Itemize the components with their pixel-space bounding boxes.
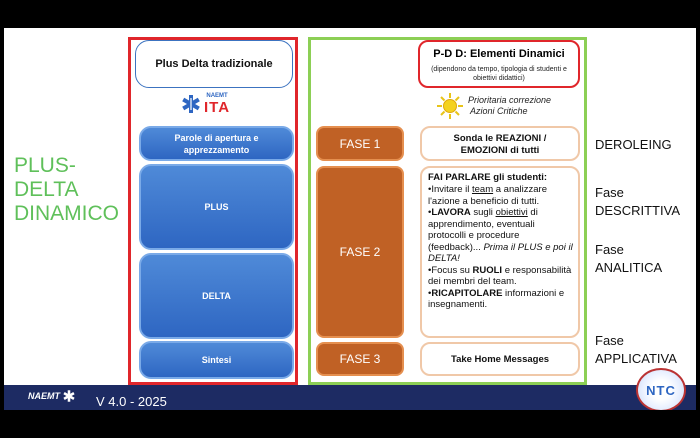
fase-3-text: Take Home Messages bbox=[420, 342, 580, 376]
section-opening: Parole di apertura e apprezzamento bbox=[139, 126, 294, 161]
list-item: •Focus su RUOLI e responsabilità dei mem… bbox=[428, 264, 572, 288]
naemt-ita-logo: NAEMT ITA bbox=[180, 90, 250, 118]
slide: PLUS-DELTA DINAMICO Plus Delta tradizion… bbox=[4, 28, 696, 410]
list-item: •LAVORA sugli obiettivi di apprendimento… bbox=[428, 207, 573, 264]
label-applicativa: Fase APPLICATIVA bbox=[595, 333, 677, 366]
list-item: •RICAPITOLARE informazioni e insegnament… bbox=[428, 287, 565, 311]
pdd-title: P-D D: Elementi Dinamici bbox=[433, 48, 565, 60]
list-item: •Invitare il team a analizzare l'azione … bbox=[428, 184, 547, 207]
fase-2-heading: FAI PARLARE gli studenti: bbox=[428, 172, 548, 183]
fase-2-text: FAI PARLARE gli studenti: •Invitare il t… bbox=[420, 166, 580, 338]
fase-3-badge: FASE 3 bbox=[316, 342, 404, 376]
ntc-logo: NTC bbox=[636, 368, 686, 410]
pdd-box: P-D D: Elementi Dinamici (dipendono da t… bbox=[418, 40, 580, 88]
fase-2-list: •Invitare il team a analizzare l'azione … bbox=[428, 184, 573, 311]
label-deroleing: DEROLEING bbox=[595, 137, 672, 152]
footer-logo: NAEMT bbox=[28, 389, 76, 403]
star-of-life-icon bbox=[63, 390, 75, 402]
section-delta: DELTA bbox=[139, 253, 294, 339]
traditional-header: Plus Delta tradizionale bbox=[135, 40, 293, 88]
label-descrittiva: Fase DESCRITTIVA bbox=[595, 185, 680, 218]
logo-text: NAEMT bbox=[206, 92, 228, 99]
main-title: PLUS-DELTA DINAMICO bbox=[14, 154, 119, 225]
section-sintesi: Sintesi bbox=[139, 341, 294, 379]
logo-ita: ITA bbox=[204, 98, 231, 116]
version-label: V 4.0 - 2025 bbox=[96, 394, 167, 409]
footer-bar bbox=[4, 385, 696, 410]
fase-1-text: Sonda le REAZIONI / EMOZIONI di tutti bbox=[420, 126, 580, 161]
fase-2-badge: FASE 2 bbox=[316, 166, 404, 338]
section-plus: PLUS bbox=[139, 164, 294, 250]
priority-note: Prioritaria correzione Azioni Critiche bbox=[468, 95, 552, 116]
pdd-subtitle: (dipendono da tempo, tipologia di studen… bbox=[431, 66, 567, 82]
right-panel-frame bbox=[308, 37, 587, 385]
left-panel-frame bbox=[128, 37, 298, 385]
label-analitica: Fase ANALITICA bbox=[595, 242, 663, 275]
star-of-life-icon bbox=[182, 95, 200, 113]
sun-icon bbox=[437, 93, 463, 119]
fase-1-badge: FASE 1 bbox=[316, 126, 404, 161]
